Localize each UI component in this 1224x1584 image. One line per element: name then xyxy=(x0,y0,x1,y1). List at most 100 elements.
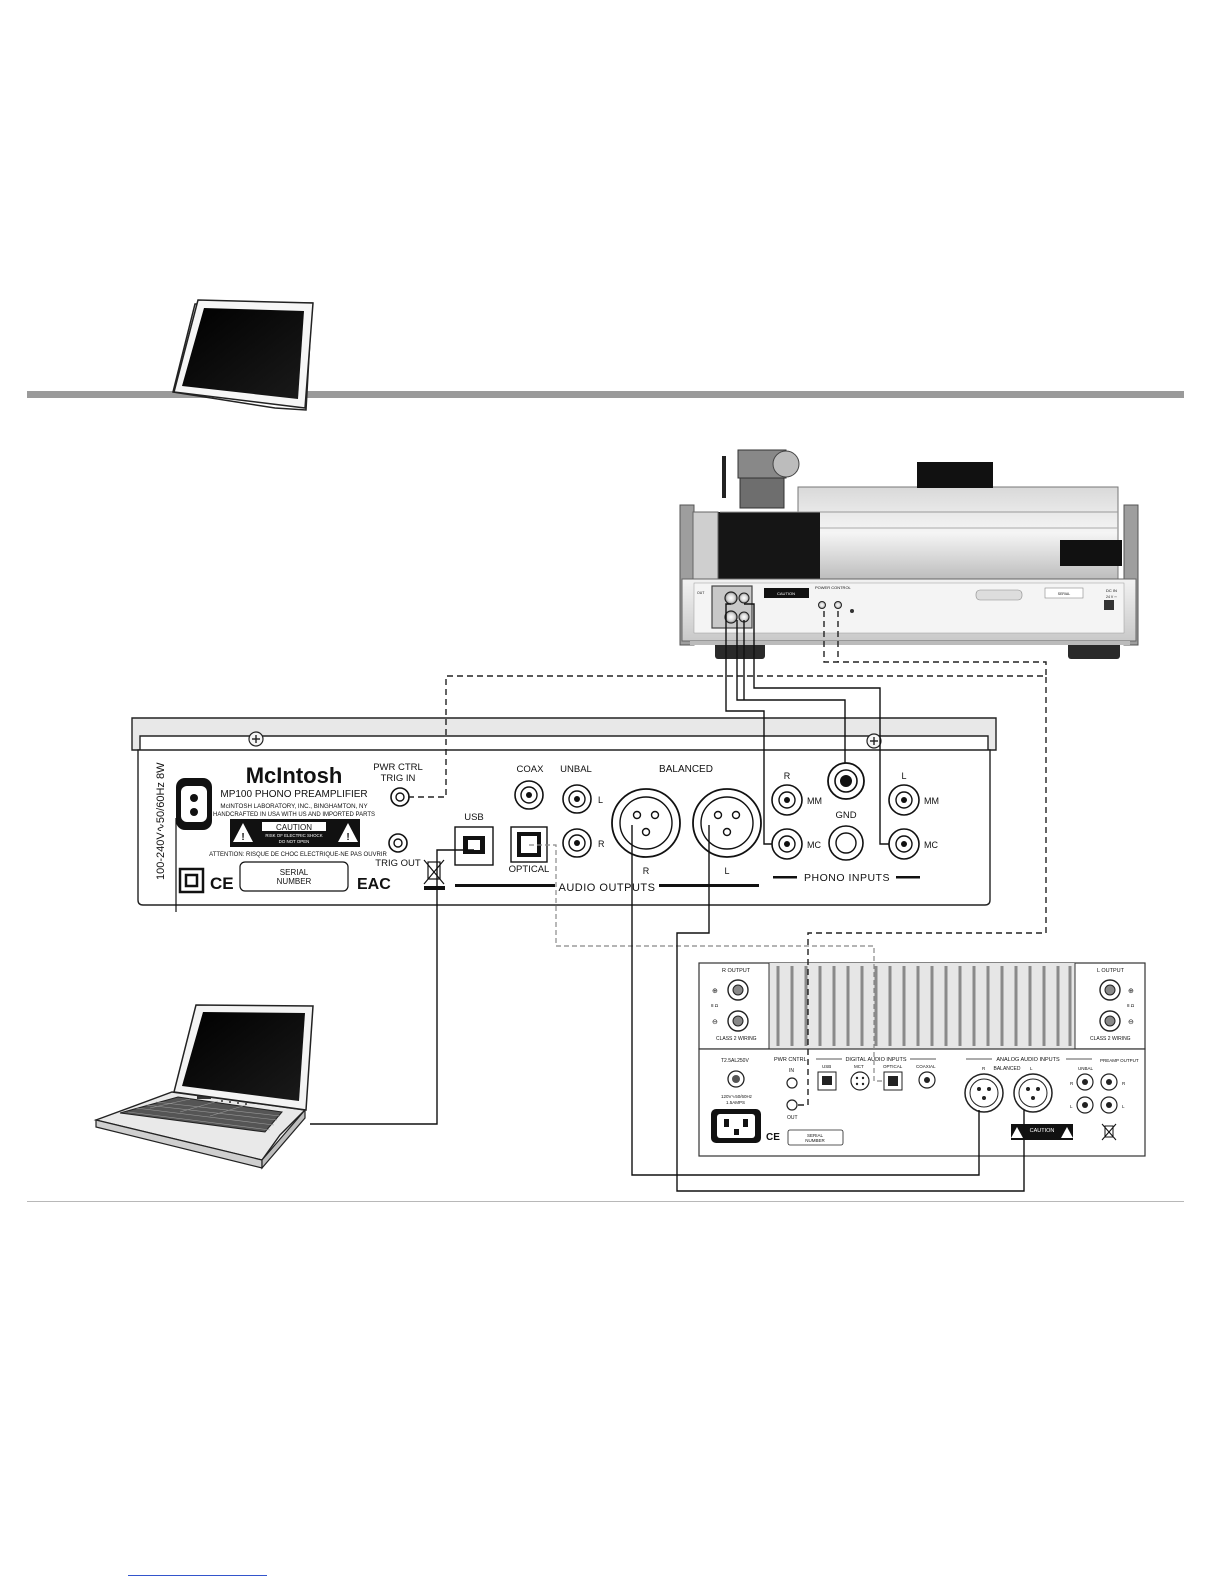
amp-amps-label: 1.5AMPS xyxy=(726,1100,745,1105)
amp-r-output-label: R OUTPUT xyxy=(722,968,751,974)
xlr-out-l[interactable] xyxy=(692,788,762,858)
amp-serial-2: NUMBER xyxy=(805,1138,825,1143)
amp-mains-label: 120V∿50/60Hz xyxy=(721,1094,753,1099)
svg-text:⊖: ⊖ xyxy=(1128,1019,1134,1026)
amp-xlr-in-r[interactable] xyxy=(964,1073,1004,1113)
phono-l-mm-label: MM xyxy=(924,796,939,806)
amp-bal-r-label: R xyxy=(982,1066,986,1071)
svg-text:L: L xyxy=(1070,1104,1073,1109)
unbal-r-label: R xyxy=(598,839,605,849)
amp-l-output-label: L OUTPUT xyxy=(1097,968,1125,974)
caution-sub1: RISK OF ELECTRIC SHOCK xyxy=(265,833,322,838)
trig-out-label: TRIG OUT xyxy=(375,858,421,869)
usb-label: USB xyxy=(464,812,484,823)
dustcover-hinge xyxy=(1060,540,1122,566)
brand-logo: McIntosh xyxy=(246,763,343,788)
amp-r-ohm-label: 8 Ω xyxy=(711,1003,719,1008)
amp-usb-label: USB xyxy=(822,1064,831,1069)
power-amplifier: R OUTPUT ⊕ ⊖ 8 Ω CLASS 2 WIRING L OUTPUT… xyxy=(698,962,1146,1157)
weee-bin-icon xyxy=(423,859,445,890)
amp-l-ohm-label: 8 Ω xyxy=(1127,1003,1135,1008)
turntable-serial-label: SERIAL xyxy=(1058,592,1071,596)
amp-pwr-cntrl-label: PWR CNTRL xyxy=(774,1057,807,1063)
amp-l-class2-label: CLASS 2 WIRING xyxy=(1090,1036,1131,1042)
amp-mct-label: MCT xyxy=(854,1064,864,1069)
serial-label-2: NUMBER xyxy=(277,877,312,886)
svg-text:!: ! xyxy=(241,832,244,843)
handcrafted-label: HANDCRAFTED IN USA WITH US AND IMPORTED … xyxy=(213,812,375,818)
svg-text:⊖: ⊖ xyxy=(712,1019,718,1026)
amp-in-label: IN xyxy=(789,1068,794,1074)
svg-text:CAUTION: CAUTION xyxy=(777,591,795,596)
section-divider-bottom xyxy=(27,1201,1184,1202)
amp-analog-inputs-label: ANALOG AUDIO INPUTS xyxy=(996,1057,1060,1063)
amp-coaxial-label: COAXIAL xyxy=(916,1064,936,1069)
attention-label: ATTENTION: RISQUE DE CHOC ELECTRIQUE-NE … xyxy=(209,852,387,858)
unbal-l-label: L xyxy=(598,795,603,805)
balanced-cable-l xyxy=(676,825,1025,1192)
svg-text:⊕: ⊕ xyxy=(1128,988,1134,995)
turntable: OUT CAUTION POWER CONTROL SERIAL DC IN 2… xyxy=(679,449,1139,659)
record-clamp xyxy=(917,462,993,488)
balanced-l-label: L xyxy=(724,866,729,876)
amp-fuse-label: T2.5AL250V xyxy=(721,1058,749,1064)
gnd-label: GND xyxy=(835,810,856,821)
optical-label: OPTICAL xyxy=(509,864,550,875)
amp-digital-inputs-label: DIGITAL AUDIO INPUTS xyxy=(845,1057,906,1063)
turntable-dcin-label: DC IN xyxy=(1106,588,1117,593)
amp-unbal-label: UNBAL xyxy=(1078,1066,1094,1071)
audio-outputs-label: AUDIO OUTPUTS xyxy=(559,882,656,894)
mp100-preamplifier: 100-240V∿50/60Hz 8W CE McIntosh MP100 PH… xyxy=(131,717,997,906)
phono-r-mm-label: MM xyxy=(807,796,822,806)
amp-r-class2-label: CLASS 2 WIRING xyxy=(716,1036,757,1042)
ce-mark: CE xyxy=(210,874,234,893)
pwr-ctrl-label: PWR CTRL xyxy=(373,762,423,773)
svg-text:!: ! xyxy=(346,832,349,843)
power-rating-label: 100-240V∿50/60Hz 8W xyxy=(155,762,167,880)
balanced-r-label: R xyxy=(643,866,650,876)
phono-l-label: L xyxy=(901,771,906,781)
trig-in-label: TRIG IN xyxy=(381,773,416,784)
svg-text:OUT: OUT xyxy=(697,591,705,595)
phono-inputs-label: PHONO INPUTS xyxy=(804,872,890,884)
amp-balanced-label: BALANCED xyxy=(994,1066,1021,1072)
turntable-power-control-label: POWER CONTROL xyxy=(815,585,852,590)
phono-l-mc-label: MC xyxy=(924,840,938,850)
svg-text:R: R xyxy=(1122,1081,1126,1086)
balanced-label: BALANCED xyxy=(659,764,713,775)
xlr-out-r[interactable] xyxy=(611,788,681,858)
section-divider-top xyxy=(27,391,1184,398)
coax-label: COAX xyxy=(517,764,545,775)
model-label: MP100 PHONO PREAMPLIFIER xyxy=(220,789,367,800)
caution-sub2: DO NOT OPEN xyxy=(279,839,310,844)
cables xyxy=(175,603,1047,1192)
amp-bal-l-label: L xyxy=(1030,1066,1033,1071)
amp-caution-label: CAUTION xyxy=(1030,1128,1055,1134)
caution-label: CAUTION xyxy=(276,823,312,832)
amp-xlr-in-l[interactable] xyxy=(1013,1073,1053,1113)
laptop-computer xyxy=(93,299,314,1170)
amp-ce-mark: CE xyxy=(766,1132,780,1143)
amp-trig-out-jack[interactable] xyxy=(786,1099,798,1111)
turntable-dcspec-label: 24 V ⎓ xyxy=(1106,595,1117,599)
svg-text:⊕: ⊕ xyxy=(712,988,718,995)
phono-r-label: R xyxy=(784,771,791,781)
amp-out-label: OUT xyxy=(787,1115,798,1121)
amp-serial-1: SERIAL xyxy=(807,1133,824,1138)
maker-label: McINTOSH LABORATORY, INC., BINGHAMTON, N… xyxy=(220,803,367,810)
serial-number-plate xyxy=(239,861,349,892)
footer-link-underline[interactable] xyxy=(128,1575,267,1576)
eac-mark: EAC xyxy=(357,876,391,893)
unbal-label: UNBAL xyxy=(560,764,592,775)
balanced-cable-r xyxy=(631,825,980,1176)
amp-optical-label: OPTICAL xyxy=(883,1064,903,1069)
usb-cable xyxy=(310,849,474,1125)
phono-r-mc-label: MC xyxy=(807,840,821,850)
svg-text:R: R xyxy=(1070,1081,1074,1086)
svg-text:L: L xyxy=(1122,1104,1125,1109)
laptop-lid xyxy=(173,1004,314,1111)
serial-label-1: SERIAL xyxy=(280,868,309,877)
amp-preamp-output-label: PREAMP OUTPUT xyxy=(1100,1058,1139,1063)
amp-weee-icon xyxy=(1101,1123,1117,1141)
